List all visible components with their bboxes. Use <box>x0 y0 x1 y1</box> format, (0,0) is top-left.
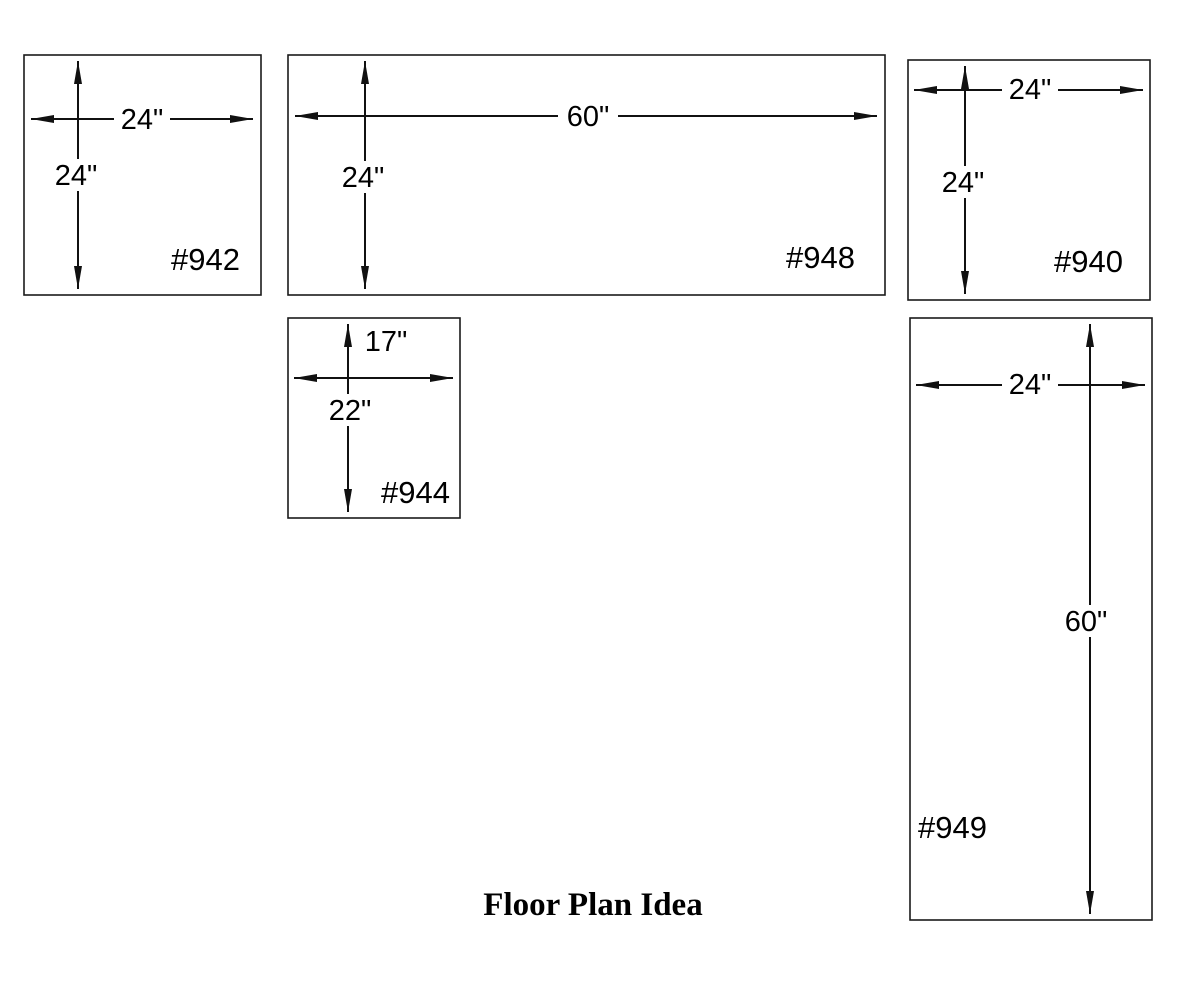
cabinet-942-outline <box>23 54 262 296</box>
cabinet-942-height-label: 24" <box>55 160 98 192</box>
cabinet-940-width-label-mask <box>1002 73 1058 105</box>
cabinet-948-width-label: 60" <box>567 101 610 133</box>
cabinet-940: 24" 24" #940 <box>907 59 1151 301</box>
cabinet-940-id-label: #940 <box>1054 244 1123 279</box>
cabinet-949-outline <box>909 317 1153 921</box>
cabinet-948: 60" 24" #948 <box>287 54 886 296</box>
cabinet-944-height-label-mask <box>322 394 378 426</box>
cabinet-949-id-label: #949 <box>918 810 987 845</box>
cabinet-940-height-label: 24" <box>942 167 985 199</box>
cabinet-949: 24" 60" #949 <box>909 317 1153 921</box>
cabinet-940-height-label-mask <box>935 166 991 198</box>
page-title: Floor Plan Idea <box>483 887 702 923</box>
cabinet-948-id-label: #948 <box>786 240 855 275</box>
cabinet-948-width-label-mask <box>558 100 618 132</box>
cabinet-944-outline <box>287 317 461 519</box>
cabinet-942: 24" 24" #942 <box>23 54 262 296</box>
cabinet-942-width-label-mask <box>114 103 170 135</box>
cabinet-942-width-label: 24" <box>121 104 164 136</box>
cabinet-940-outline <box>907 59 1151 301</box>
cabinet-948-height-label: 24" <box>342 162 385 194</box>
cabinet-948-height-label-mask <box>335 161 391 193</box>
cabinet-942-height-label-mask <box>48 159 104 191</box>
cabinet-944-height-label: 22" <box>329 395 372 427</box>
cabinet-940-width-label: 24" <box>1009 74 1052 106</box>
cabinet-949-height-label: 60" <box>1065 606 1108 638</box>
cabinet-944: 17" 22" #944 <box>287 317 461 519</box>
cabinet-944-id-label: #944 <box>381 475 450 510</box>
cabinet-948-outline <box>287 54 886 296</box>
cabinet-949-width-label: 24" <box>1009 369 1052 401</box>
cabinet-949-height-label-mask <box>1058 605 1114 637</box>
cabinet-942-id-label: #942 <box>171 242 240 277</box>
cabinet-944-width-label: 17" <box>365 326 408 358</box>
cabinet-949-width-label-mask <box>1002 368 1058 400</box>
